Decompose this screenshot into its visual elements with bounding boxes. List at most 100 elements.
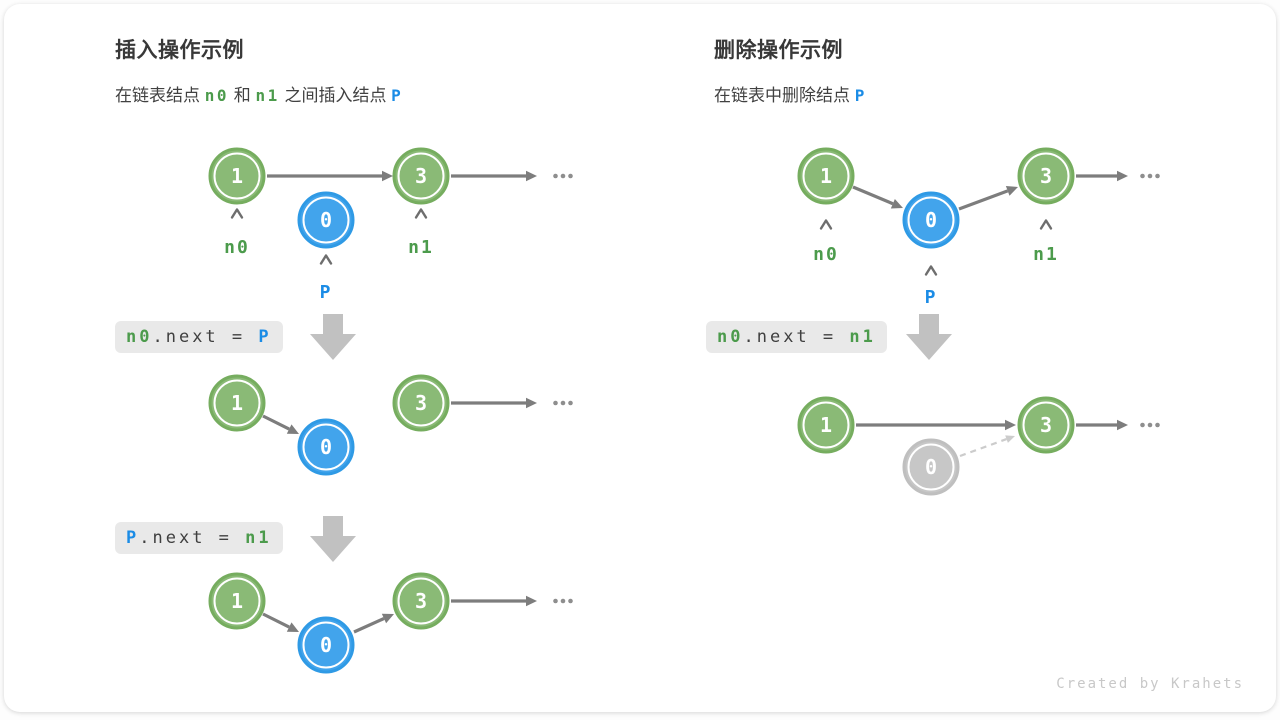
- code-step-insert-1: n0.next = P: [115, 321, 283, 353]
- node-inner-ring: [907, 443, 955, 491]
- code-step-delete-1: n0.next = n1: [706, 321, 887, 353]
- dashed-edge-line: [959, 438, 1007, 458]
- node-value: 0: [320, 435, 332, 459]
- text-segment-plain: .next =: [152, 327, 259, 347]
- edge-arrowhead: [382, 170, 393, 182]
- list-node-green: [797, 147, 855, 205]
- code-step-insert-2: P.next = n1: [115, 522, 283, 554]
- pointer-label: n0: [813, 244, 839, 265]
- edge-line: [262, 414, 290, 431]
- pointer-label: P: [320, 282, 333, 303]
- list-node-green: [392, 572, 450, 630]
- edge-line: [852, 185, 894, 206]
- node-inner-ring: [802, 401, 850, 449]
- edge-arrowhead: [526, 170, 537, 182]
- edge-arrowhead: [1117, 170, 1128, 182]
- ellipsis-dot: [553, 173, 558, 179]
- edge-arrowhead: [1005, 419, 1016, 431]
- list-node-blue: [297, 616, 355, 674]
- text-segment-blue: P: [258, 327, 272, 347]
- text-segment-plain: 和: [229, 86, 256, 105]
- ellipsis-dot: [568, 400, 573, 406]
- delete-panel-subtitle: 在链表中删除结点 P: [714, 81, 867, 106]
- pointer-caret-icon: [924, 265, 938, 276]
- text-segment-green: n0: [126, 327, 153, 347]
- node-inner-ring: [907, 196, 955, 244]
- text-segment-plain: .next =: [139, 528, 246, 548]
- list-node-green: [208, 374, 266, 432]
- node-value: 3: [1040, 413, 1052, 437]
- edge-arrowhead: [1005, 185, 1018, 196]
- text-segment-green: n0: [717, 327, 744, 347]
- edge-arrowhead: [286, 622, 299, 632]
- edge-line: [353, 617, 385, 634]
- ellipsis-dot: [560, 400, 566, 406]
- text-segment-green: n1: [255, 86, 280, 105]
- node-inner-ring: [213, 577, 261, 625]
- edge-arrowhead: [890, 198, 903, 209]
- text-segment-plain: 之间插入结点: [279, 86, 392, 105]
- edge-arrowhead: [1005, 435, 1015, 443]
- ellipsis-dot: [553, 400, 558, 406]
- ellipsis-dot: [568, 598, 573, 604]
- pointer-label: n0: [224, 237, 250, 258]
- node-inner-ring: [397, 379, 445, 427]
- ellipsis-dot: [1155, 173, 1160, 179]
- text-segment-green: n1: [849, 327, 876, 347]
- ellipsis-dot: [560, 173, 566, 179]
- node-inner-ring: [302, 423, 350, 471]
- node-value: 1: [820, 413, 832, 437]
- ellipsis-dot: [568, 173, 573, 179]
- text-segment-plain: 在链表中删除结点: [714, 86, 855, 105]
- pointer-caret-icon: [819, 219, 833, 230]
- node-value: 1: [231, 164, 243, 188]
- node-inner-ring: [302, 621, 350, 669]
- text-segment-blue: P: [126, 528, 140, 548]
- text-segment-blue: P: [391, 86, 404, 105]
- node-value: 3: [415, 589, 427, 613]
- down-block-arrow-icon: [310, 314, 356, 360]
- list-node-green: [797, 396, 855, 454]
- pointer-label: n1: [1033, 244, 1059, 265]
- list-node-green: [208, 147, 266, 205]
- list-node-green: [1017, 396, 1075, 454]
- node-inner-ring: [1022, 152, 1070, 200]
- node-value: 3: [415, 164, 427, 188]
- ellipsis-dot: [1140, 422, 1145, 428]
- edge-arrowhead: [526, 595, 537, 607]
- node-value: 3: [415, 391, 427, 415]
- text-segment-plain: .next =: [743, 327, 850, 347]
- edge-arrowhead: [526, 397, 537, 409]
- insert-panel-subtitle: 在链表结点 n0 和 n1 之间插入结点 P: [115, 81, 403, 106]
- pointer-caret-icon: [1039, 219, 1053, 230]
- node-inner-ring: [802, 152, 850, 200]
- list-node-blue: [902, 191, 960, 249]
- list-node-green: [392, 374, 450, 432]
- edge-arrowhead: [286, 424, 299, 434]
- node-value: 1: [231, 589, 243, 613]
- node-value: 0: [320, 633, 332, 657]
- node-value: 0: [320, 208, 332, 232]
- pointer-label: P: [925, 287, 938, 308]
- ellipsis-dot: [560, 598, 566, 604]
- ellipsis-dot: [1155, 422, 1160, 428]
- node-value: 1: [231, 391, 243, 415]
- node-value: 1: [820, 164, 832, 188]
- list-node-gray: [902, 438, 960, 496]
- pointer-caret-icon: [319, 254, 333, 265]
- delete-panel-title: 删除操作示例: [714, 39, 843, 62]
- down-block-arrow-icon: [310, 516, 356, 562]
- node-inner-ring: [213, 152, 261, 200]
- text-segment-green: n0: [204, 86, 229, 105]
- ellipsis-dot: [553, 598, 558, 604]
- watermark-credit: Created by Krahets: [1056, 676, 1244, 692]
- down-block-arrow-icon: [906, 314, 952, 360]
- list-node-green: [208, 572, 266, 630]
- insert-panel-title: 插入操作示例: [115, 39, 244, 62]
- list-node-green: [1017, 147, 1075, 205]
- edge-line: [958, 189, 1009, 211]
- node-value: 0: [925, 455, 937, 479]
